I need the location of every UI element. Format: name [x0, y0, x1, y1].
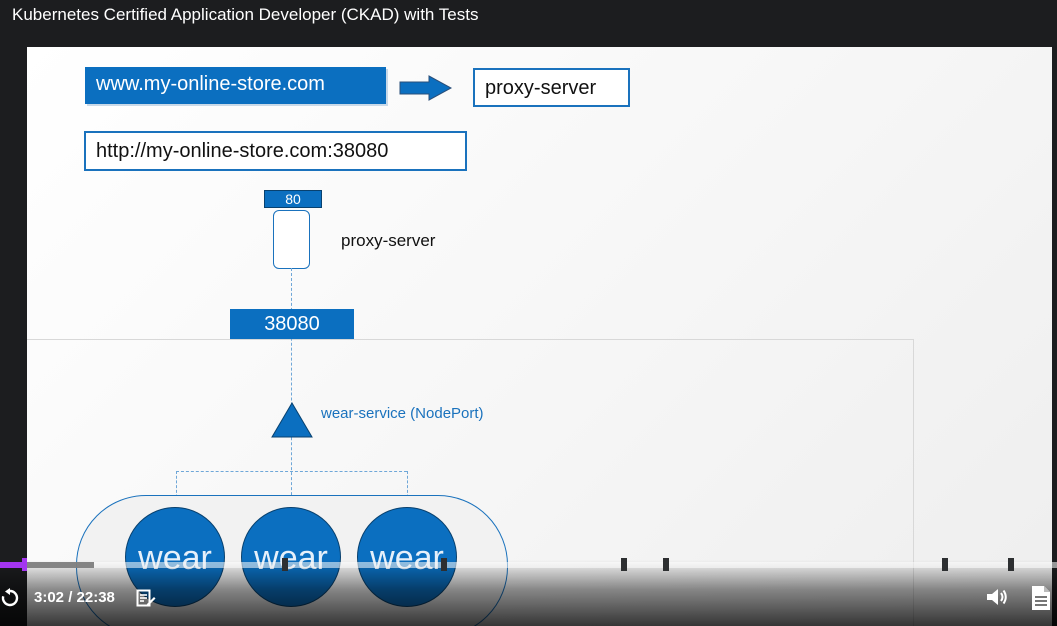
chapter-marker[interactable] [441, 558, 447, 571]
proxy-server-box-text: proxy-server [485, 77, 597, 99]
arrow-right-icon [399, 75, 453, 101]
course-header: Kubernetes Certified Application Develop… [0, 0, 1057, 47]
node-port-box: 38080 [230, 309, 354, 339]
video-slide[interactable]: www.my-online-store.com proxy-server htt… [27, 47, 1052, 626]
progress-track[interactable] [0, 562, 1057, 568]
progress-played [0, 562, 22, 568]
url-box: www.my-online-store.com [85, 67, 386, 104]
transcript-icon[interactable] [1030, 585, 1052, 611]
pod-connector-right [407, 471, 408, 507]
proxy-server-box: proxy-server [473, 68, 630, 107]
service-label: wear-service (NodePort) [321, 405, 484, 422]
http-url-box: http://my-online-store.com:38080 [84, 131, 467, 171]
time-display: 3:02 / 22:38 [34, 589, 115, 606]
proxy-server-label: proxy-server [341, 231, 436, 250]
right-border [1052, 47, 1057, 626]
replay-icon[interactable] [0, 588, 20, 608]
cluster-boundary [27, 339, 914, 626]
pod-connector-left [176, 471, 177, 507]
proxy-container-icon [273, 210, 310, 269]
chapter-marker[interactable] [663, 558, 669, 571]
port-80-text: 80 [285, 191, 301, 207]
volume-icon[interactable] [985, 586, 1009, 608]
connector-line [291, 268, 292, 510]
node-port-text: 38080 [264, 313, 320, 335]
pod-connector-horizontal [176, 471, 407, 472]
url-box-text: www.my-online-store.com [96, 73, 325, 95]
player-controls [0, 560, 1057, 626]
chapter-marker[interactable] [1008, 558, 1014, 571]
chapter-marker[interactable] [621, 558, 627, 571]
http-url-text: http://my-online-store.com:38080 [96, 140, 389, 162]
chapter-marker[interactable] [942, 558, 948, 571]
left-border [0, 47, 27, 626]
progress-buffer [0, 562, 94, 568]
chapter-marker[interactable] [282, 558, 288, 571]
notes-icon[interactable] [136, 588, 156, 608]
progress-handle[interactable] [22, 558, 27, 571]
course-title: Kubernetes Certified Application Develop… [12, 5, 479, 24]
triangle-icon [271, 402, 313, 438]
port-80-box: 80 [264, 190, 322, 208]
